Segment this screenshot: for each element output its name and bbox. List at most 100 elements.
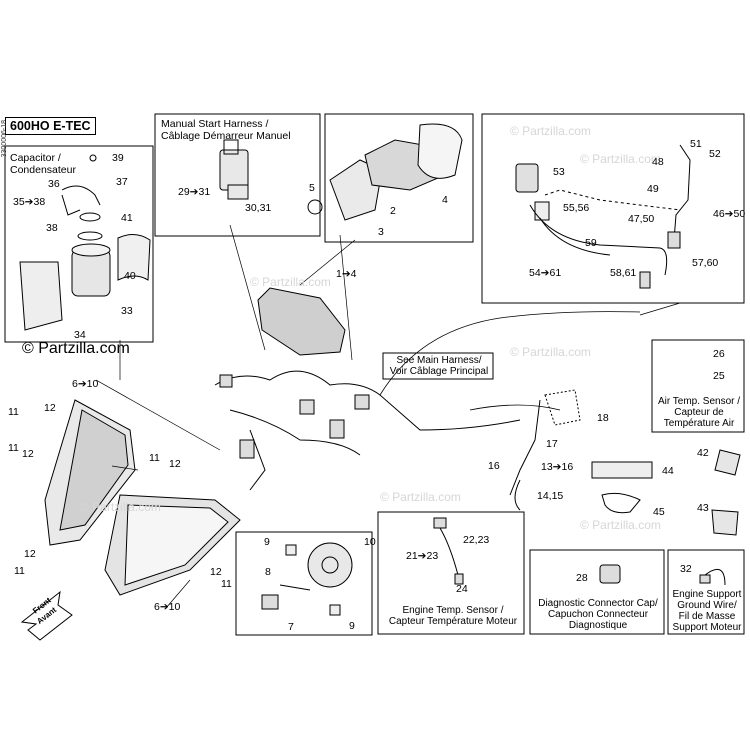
watermark: © Partzilla.com bbox=[380, 490, 461, 504]
callout: 9 bbox=[349, 620, 355, 632]
manual-start-caption-2: Câblage Démarreur Manuel bbox=[161, 130, 291, 142]
capacitor-caption-2: Condensateur bbox=[10, 164, 76, 176]
callout: 33 bbox=[121, 305, 133, 317]
callout: 30,31 bbox=[245, 202, 272, 214]
watermark: © Partzilla.com bbox=[580, 518, 661, 532]
callout: 35➔38 bbox=[13, 196, 46, 208]
watermark-main: © Partzilla.com bbox=[22, 340, 130, 357]
callout: 47,50 bbox=[628, 213, 655, 225]
watermark: © Partzilla.com bbox=[250, 275, 331, 289]
ground-wire-caption-3: Fil de Masse bbox=[678, 611, 736, 622]
capacitor-box-frame bbox=[4, 145, 154, 343]
manual-start-drawing bbox=[219, 139, 249, 200]
callout: 29➔31 bbox=[178, 186, 211, 198]
callout: 1➔4 bbox=[336, 268, 357, 280]
right-parts-drawing bbox=[509, 389, 741, 536]
callout: 45 bbox=[653, 506, 665, 518]
callout: 12 bbox=[44, 402, 56, 414]
diag-cap-box-frame bbox=[529, 549, 665, 635]
callout: 26 bbox=[713, 348, 725, 360]
callout: 51 bbox=[690, 138, 702, 150]
callout: 58,61 bbox=[610, 267, 637, 279]
callout: 25 bbox=[713, 370, 725, 382]
callout: 6➔10 bbox=[154, 601, 181, 613]
callout: 13➔16 bbox=[541, 461, 574, 473]
accessory-box-frame bbox=[481, 113, 745, 304]
callout: 38 bbox=[46, 222, 58, 234]
callout: 39 bbox=[112, 152, 124, 164]
callout: 11 bbox=[221, 578, 232, 590]
ground-wire-caption-1: Engine Support bbox=[672, 589, 742, 600]
callout: 2 bbox=[390, 205, 396, 217]
engine-temp-drawing bbox=[433, 517, 464, 585]
callout: 4 bbox=[442, 194, 448, 206]
callout: 59 bbox=[585, 237, 597, 249]
callout: 41 bbox=[121, 212, 133, 224]
bulb-box-frame bbox=[235, 531, 373, 636]
callout: 57,60 bbox=[692, 257, 719, 269]
callout: 10 bbox=[364, 536, 376, 548]
watermark: © Partzilla.com bbox=[510, 124, 591, 138]
engine-temp-caption-2: Capteur Température Moteur bbox=[388, 616, 518, 627]
callout: 9 bbox=[264, 536, 270, 548]
callout: 11 bbox=[8, 406, 19, 418]
callout: 7 bbox=[288, 621, 294, 633]
callout: 12 bbox=[22, 448, 34, 460]
headlight-drawing bbox=[44, 399, 241, 596]
diag-cap-caption-2: Capuchon Connecteur bbox=[547, 609, 649, 620]
callout: 11 bbox=[14, 565, 25, 577]
callout: 11 bbox=[149, 452, 160, 464]
callout: 17 bbox=[546, 438, 558, 450]
callout: 8 bbox=[265, 566, 271, 578]
ground-wire-box-frame bbox=[667, 549, 745, 635]
air-temp-box-frame bbox=[651, 339, 745, 433]
capacitor-caption-1: Capacitor / bbox=[10, 152, 61, 164]
watermark: © Partzilla.com bbox=[510, 345, 591, 359]
callout: 55,56 bbox=[563, 202, 590, 214]
callout: 52 bbox=[709, 148, 721, 160]
callout: 14,15 bbox=[537, 490, 564, 502]
accessory-drawing bbox=[515, 144, 691, 289]
callout: 6➔10 bbox=[72, 378, 99, 390]
engine-temp-box-frame bbox=[377, 511, 525, 635]
main-harness-box-frame bbox=[382, 352, 494, 380]
callout: 43 bbox=[697, 502, 709, 514]
capacitor-drawing bbox=[19, 154, 151, 331]
air-temp-caption-1: Air Temp. Sensor / bbox=[657, 396, 741, 407]
main-harness-drawing bbox=[214, 287, 641, 491]
engine-temp-caption-1: Engine Temp. Sensor / bbox=[402, 605, 504, 616]
main-harness-caption-2: Voir Câblage Principal bbox=[389, 366, 489, 377]
callout: 18 bbox=[597, 412, 609, 424]
leader-lines bbox=[95, 224, 681, 609]
air-temp-caption-2: Capteur de bbox=[674, 407, 724, 418]
callout: 46➔50 bbox=[713, 208, 746, 220]
ground-wire-caption-2: Ground Wire/ bbox=[677, 600, 737, 611]
model-title: 600HO E-TEC bbox=[5, 117, 96, 135]
bulb-drawing bbox=[261, 542, 353, 616]
callout: 49 bbox=[647, 183, 659, 195]
callout: 54➔61 bbox=[529, 267, 562, 279]
callout: 12 bbox=[24, 548, 36, 560]
main-harness-caption-1: See Main Harness/ bbox=[396, 355, 482, 366]
callout: 12 bbox=[169, 458, 181, 470]
callout: 22,23 bbox=[463, 534, 490, 546]
manual-start-caption-1: Manual Start Harness / bbox=[161, 118, 269, 130]
gauge-box-frame bbox=[324, 113, 474, 243]
diag-cap-caption-1: Diagnostic Connector Cap/ bbox=[538, 598, 658, 609]
callout: 40 bbox=[124, 270, 136, 282]
callout: 53 bbox=[553, 166, 565, 178]
callout: 44 bbox=[662, 465, 674, 477]
callout: 24 bbox=[456, 583, 468, 595]
callout: 12 bbox=[210, 566, 222, 578]
callout: 32 bbox=[680, 563, 692, 575]
air-temp-caption-3: Température Air bbox=[663, 418, 735, 429]
gauge-drawing bbox=[307, 123, 463, 221]
callout: 3 bbox=[378, 226, 384, 238]
diag-cap-caption-3: Diagnostique bbox=[568, 620, 628, 631]
watermark: © Partzilla.com bbox=[80, 500, 161, 514]
callout: 21➔23 bbox=[406, 550, 439, 562]
callout: 16 bbox=[488, 460, 500, 472]
callout: 28 bbox=[576, 572, 588, 584]
